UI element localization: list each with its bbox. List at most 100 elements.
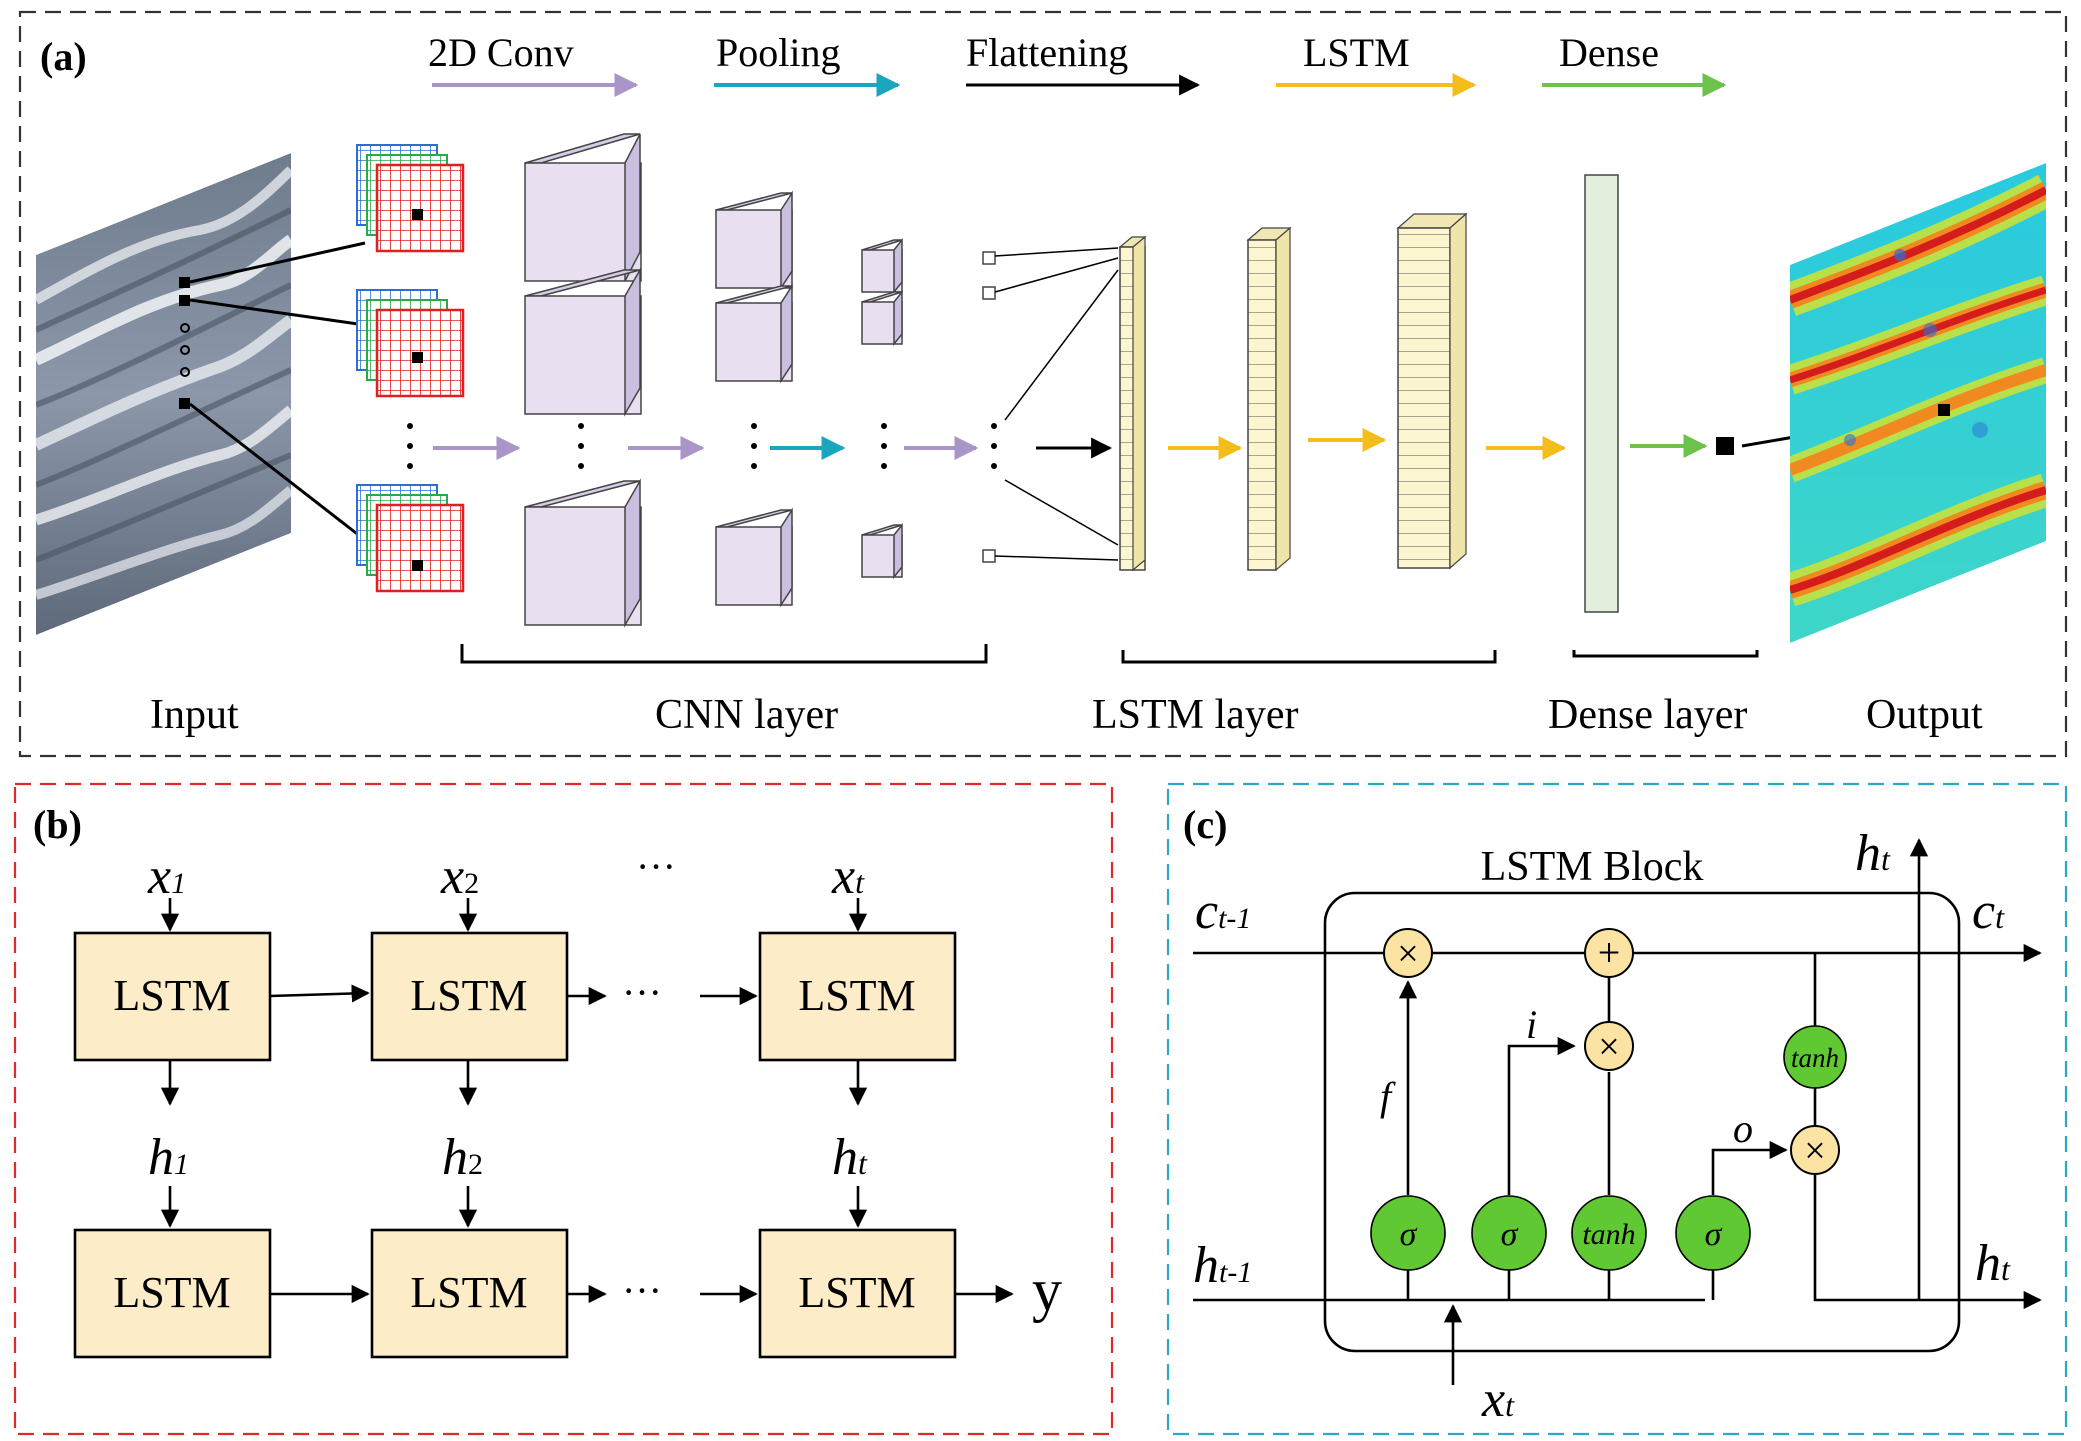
dense-column: [1584, 174, 1619, 613]
output-y: y: [1032, 1257, 1062, 1323]
hidden-arrows-2: [160, 1186, 868, 1228]
pool-block-medium: [715, 190, 793, 608]
lstm-cell-label: LSTM: [798, 971, 915, 1020]
input-dot: [180, 367, 190, 377]
h-prev-label: ht-1: [1193, 1237, 1252, 1294]
kernel-stack-middle: [356, 289, 465, 398]
output-gate-icon: [1675, 1195, 1751, 1271]
output-target-pixel: [1938, 404, 1950, 416]
panel-a: (a) 2D Conv Pooling Flattening LSTM Dens…: [18, 10, 2068, 758]
add-cell-icon: [1584, 928, 1634, 978]
input-ellipsis: ···: [636, 844, 676, 889]
forget-gate-icon: [1370, 1195, 1446, 1271]
lstm-block-frame: [1323, 891, 1961, 1353]
input-link: [189, 402, 366, 542]
middle-flow: [407, 423, 997, 469]
add-cell-symbol: +: [1598, 930, 1621, 975]
h-next-label: ht: [1975, 1235, 2011, 1292]
legend-pooling-label: Pooling: [716, 30, 840, 75]
multiply-forget-symbol: ×: [1397, 933, 1418, 975]
input-pixel-bottom: [179, 398, 190, 409]
multiply-input-icon: [1584, 1021, 1634, 1071]
cell-tanh-label: tanh: [1791, 1043, 1839, 1073]
cell-tanh-icon: [1783, 1025, 1847, 1089]
multiply-forget-icon: [1383, 928, 1433, 978]
gate-label-i: i: [1526, 1002, 1537, 1047]
lstm-column-2: [1396, 212, 1468, 570]
h-out-path: [1813, 1150, 2042, 1310]
output-gate-sigma: σ: [1705, 1216, 1723, 1253]
panel-c: (c) LSTM Block ct-1 ct ht ht-1 ht xt: [1166, 782, 2068, 1436]
input-label-x1: x1: [147, 848, 186, 905]
lstm-cell-label: LSTM: [113, 971, 230, 1020]
gate-label-f: f: [1380, 1074, 1396, 1119]
lstm-block-title: LSTM Block: [1481, 844, 1704, 890]
gate-label-o: o: [1733, 1106, 1753, 1151]
row-1-arrows: [269, 984, 758, 1006]
hidden-label-ht: ht: [832, 1129, 868, 1186]
caption-input: Input: [150, 692, 239, 738]
input-arrows: [160, 898, 868, 932]
hidden-label-h2: h2: [442, 1129, 483, 1186]
lstm-cell-2-2: [370, 1228, 569, 1359]
input-dot: [180, 323, 190, 333]
flatten-column: [1118, 235, 1147, 572]
h-top-label: ht: [1855, 825, 1891, 882]
candidate-tanh-label: tanh: [1582, 1218, 1635, 1251]
input-dot: [180, 345, 190, 355]
c-prev-label: ct-1: [1195, 883, 1251, 940]
flatten-links: [994, 247, 1119, 561]
row-1-ellipsis: ···: [622, 970, 662, 1015]
flatten-cubes: [982, 251, 996, 563]
panel-b: (b) x1 x2 ··· xt LSTM LSTM LSTM ···: [13, 782, 1114, 1436]
operation-legend: 2D Conv Pooling Flattening LSTM Dense: [428, 30, 1727, 97]
panel-b-label: (b): [33, 802, 82, 847]
input-link: [189, 298, 366, 327]
lstm-cell-2-1: [73, 1228, 272, 1359]
legend-flattening-label: Flattening: [966, 30, 1128, 75]
cnn-bracket: [460, 644, 988, 664]
legend-lstm-label: LSTM: [1303, 30, 1410, 75]
lstm-cell-label: LSTM: [410, 971, 527, 1020]
caption-lstm: LSTM layer: [1092, 692, 1298, 738]
forget-gate-sigma: σ: [1400, 1216, 1418, 1253]
candidate-tanh-icon: [1571, 1195, 1647, 1271]
lstm-cell-1-1: [73, 931, 272, 1062]
kernel-stack-bottom: [356, 484, 465, 593]
x-input-label: xt: [1481, 1371, 1515, 1428]
lstm-cell-1-2: [370, 931, 569, 1062]
lstm-cell-label: LSTM: [113, 1268, 230, 1317]
lstm-cell-label: LSTM: [410, 1268, 527, 1317]
multiply-output-symbol: ×: [1804, 1130, 1825, 1172]
input-gate-icon: [1471, 1195, 1547, 1271]
legend-dense-label: Dense: [1559, 30, 1659, 75]
dense-bracket: [1572, 650, 1759, 658]
kernel-stack-top: [356, 144, 465, 253]
conv-block-large: [524, 133, 642, 628]
multiply-output-icon: [1790, 1125, 1840, 1175]
hidden-arrows-1: [160, 1060, 868, 1106]
hidden-label-h1: h1: [148, 1129, 189, 1186]
input-pixel-top2: [179, 295, 190, 306]
caption-dense: Dense layer: [1548, 692, 1747, 738]
lstm-cell-label: LSTM: [798, 1268, 915, 1317]
output-image: [1790, 163, 2046, 643]
row-2-ellipsis: ···: [622, 1268, 662, 1313]
c-next-label: ct: [1972, 883, 2005, 940]
output-pixel: [1716, 437, 1734, 455]
panel-c-label: (c): [1183, 802, 1227, 847]
panel-a-border: [18, 10, 2068, 758]
multiply-input-symbol: ×: [1598, 1026, 1619, 1068]
input-pixel-top: [179, 277, 190, 288]
input-label-x2: x2: [440, 848, 479, 905]
panel-a-label: (a): [40, 34, 87, 79]
caption-output: Output: [1866, 692, 1983, 738]
input-link: [189, 241, 366, 284]
input-gate-sigma: σ: [1501, 1216, 1519, 1253]
input-image: [36, 153, 291, 635]
legend-conv-label: 2D Conv: [428, 30, 574, 75]
input-label-xt: xt: [831, 848, 865, 905]
caption-cnn: CNN layer: [655, 692, 838, 738]
lstm-bracket: [1121, 650, 1497, 664]
